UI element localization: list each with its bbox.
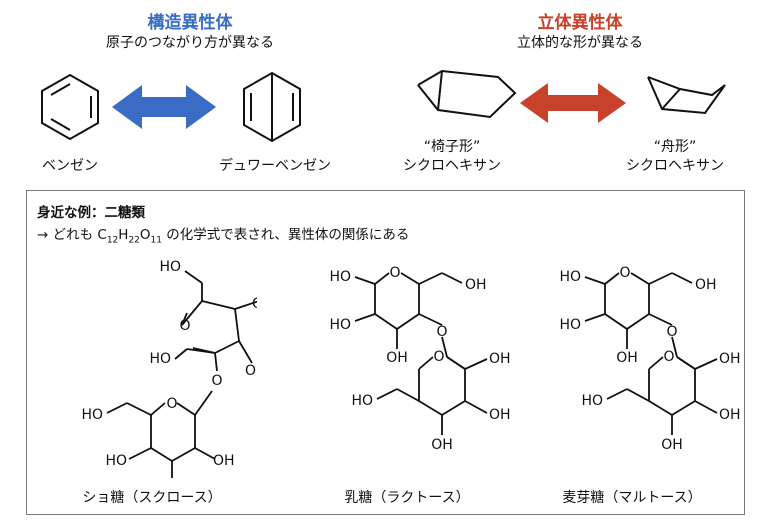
sucrose-ho-glucose-ch2: HO — [81, 407, 103, 423]
maltose-oh-bottom: OH — [661, 437, 683, 453]
lactose-ring-o-top: O — [389, 265, 400, 281]
benzene-label: ベンゼン — [42, 158, 98, 174]
structural-isomer-description: 原子のつながり方が異なる — [106, 35, 274, 51]
sucrose-ho-glucose-c4: HO — [105, 453, 127, 469]
maltose-ho-top-left: HO — [559, 269, 581, 285]
lactose-oh-top-right: OH — [465, 277, 487, 293]
sucrose-oh-right-top: OH — [252, 296, 257, 312]
chair-quote-label: “椅子形” — [423, 139, 481, 155]
lactose-ring-o-bottom: O — [433, 349, 444, 365]
maltose-name: 麦芽糖（マルトース） — [562, 490, 702, 506]
lactose-ho-bottom-left: HO — [351, 393, 373, 409]
lactose-structure: HO O OH HO OH O O OH HO OH OH — [329, 265, 511, 453]
lactose-ho-mid-left: HO — [329, 317, 351, 333]
lactose-name: 乳糖（ラクトース） — [344, 490, 470, 506]
maltose-structure: HO O OH HO OH O O OH HO OH OH — [559, 265, 741, 453]
maltose-ho-bottom-left: HO — [581, 393, 603, 409]
sucrose-ring-o-fructose: O — [179, 318, 190, 334]
maltose-ring-o-bottom: O — [663, 349, 674, 365]
chair-cyclohexane-structure — [417, 69, 517, 119]
lactose-oh-bottom: OH — [431, 437, 453, 453]
lactose-oh-mid: OH — [386, 350, 408, 366]
structural-isomer-figure — [41, 71, 301, 143]
oxygen-subscript: 11 — [150, 235, 162, 246]
benzene-structure — [41, 73, 99, 141]
lactose-oh-bottom-right-top: OH — [489, 351, 511, 367]
maltose-oh-mid: OH — [616, 350, 638, 366]
formula-prefix: → どれも C — [37, 227, 107, 243]
structural-isomer-heading: 構造異性体 — [147, 13, 233, 33]
maltose-ring-o-top: O — [619, 265, 630, 281]
hydrogen-symbol: H — [118, 227, 129, 243]
sucrose-ring-o-glucose: O — [166, 396, 177, 412]
stereoisomer-figure — [417, 69, 726, 123]
formula-line: → どれも C12H22O11 の化学式で表され、異性体の関係にある — [37, 223, 409, 246]
oxygen-symbol: O — [139, 227, 151, 243]
hydrogen-subscript: 22 — [128, 235, 140, 246]
sucrose-structure: HO O OH OH HO O O HO HO OH OH — [81, 259, 257, 478]
sucrose-ho-top: HO — [159, 259, 181, 275]
maltose-ho-mid-left: HO — [559, 317, 581, 333]
disaccharide-example-panel: 身近な例：二糖類 → どれも C12H22O11 の化学式で表され、異性体の関係… — [26, 190, 745, 515]
blue-double-arrow — [112, 85, 216, 129]
example-title: 身近な例：二糖類 — [37, 205, 145, 221]
chair-name-label: シクロヘキサン — [403, 158, 501, 174]
sucrose-ho-left: HO — [149, 351, 171, 367]
sucrose-name: ショ糖（スクロース） — [82, 490, 222, 506]
lactose-ho-top-left: HO — [329, 269, 351, 285]
lactose-glycosidic-o: O — [436, 324, 447, 340]
sucrose-glycosidic-o: O — [211, 373, 222, 389]
maltose-oh-bottom-right: OH — [719, 407, 741, 423]
maltose-oh-bottom-right-top: OH — [719, 351, 741, 367]
sucrose-oh-right-bottom: OH — [245, 363, 257, 379]
dewar-benzene-structure — [243, 71, 301, 143]
stereoisomer-description: 立体的な形が異なる — [517, 35, 643, 51]
boat-cyclohexane-structure — [647, 76, 726, 115]
carbon-subscript: 12 — [106, 235, 119, 246]
maltose-oh-top-right: OH — [695, 277, 717, 293]
stereoisomer-heading: 立体異性体 — [537, 13, 623, 33]
red-double-arrow — [520, 83, 626, 123]
boat-quote-label: “舟形” — [653, 139, 697, 155]
boat-name-label: シクロヘキサン — [626, 158, 724, 174]
maltose-glycosidic-o: O — [666, 324, 677, 340]
lactose-oh-bottom-right: OH — [489, 407, 511, 423]
dewar-benzene-label: デュワーベンゼン — [219, 158, 331, 174]
formula-suffix: の化学式で表され、異性体の関係にある — [161, 227, 410, 243]
sucrose-oh-glucose-c2: OH — [213, 453, 235, 469]
